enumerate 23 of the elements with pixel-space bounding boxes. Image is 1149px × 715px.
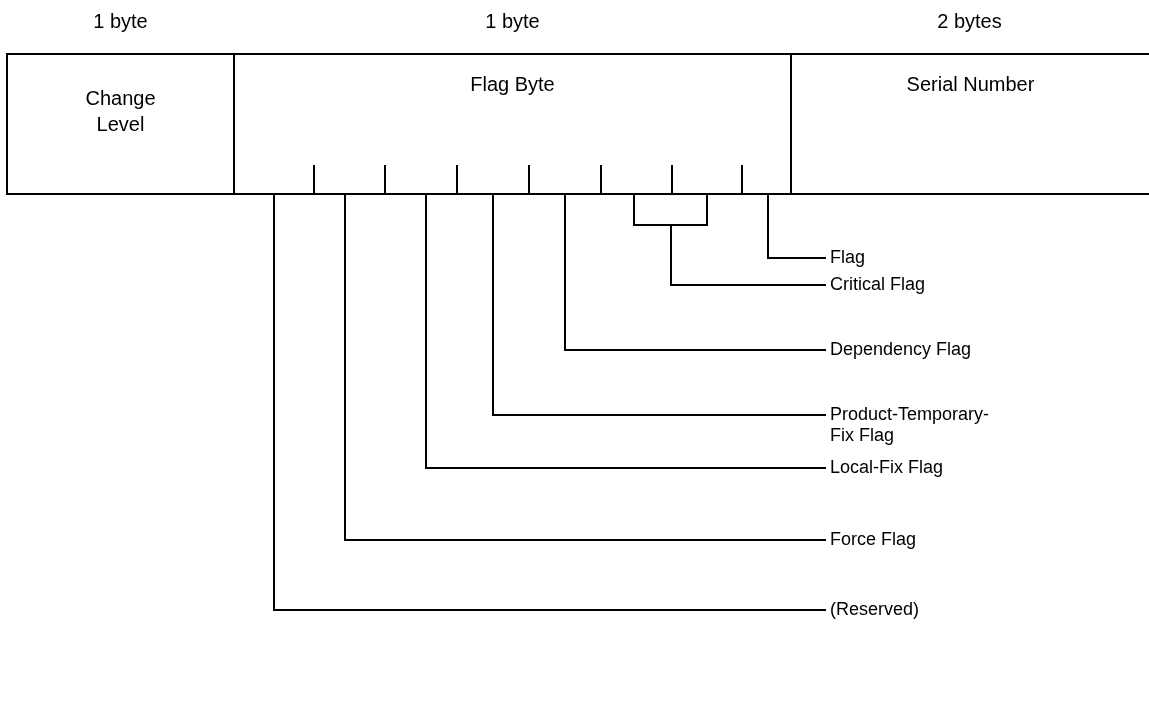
leader-line [633, 194, 827, 286]
leader-line [767, 194, 827, 259]
field-box [6, 53, 235, 195]
flag-label: (Reserved) [830, 599, 1030, 620]
leader-line [344, 194, 827, 541]
field-name: Serial Number [905, 72, 1036, 97]
field-box [233, 53, 792, 195]
flag-label: Local-Fix Flag [830, 457, 1030, 478]
field-size-label: 1 byte [485, 10, 540, 33]
flag-label: Flag [830, 247, 1030, 268]
field-size-label: 1 byte [93, 10, 148, 33]
field-box [790, 53, 1149, 195]
leader-line [425, 194, 827, 469]
field-name: Flag Byte [469, 72, 556, 97]
flag-label: Critical Flag [830, 274, 1030, 295]
leader-line [492, 194, 827, 416]
leader-line [273, 194, 827, 611]
field-size-label: 2 bytes [937, 10, 1002, 33]
flag-label: Product-Temporary-Fix Flag [830, 404, 1005, 446]
flag-label: Force Flag [830, 529, 1030, 550]
field-name: Change Level [84, 86, 157, 137]
leader-line [564, 194, 827, 351]
flag-label: Dependency Flag [830, 339, 1050, 360]
